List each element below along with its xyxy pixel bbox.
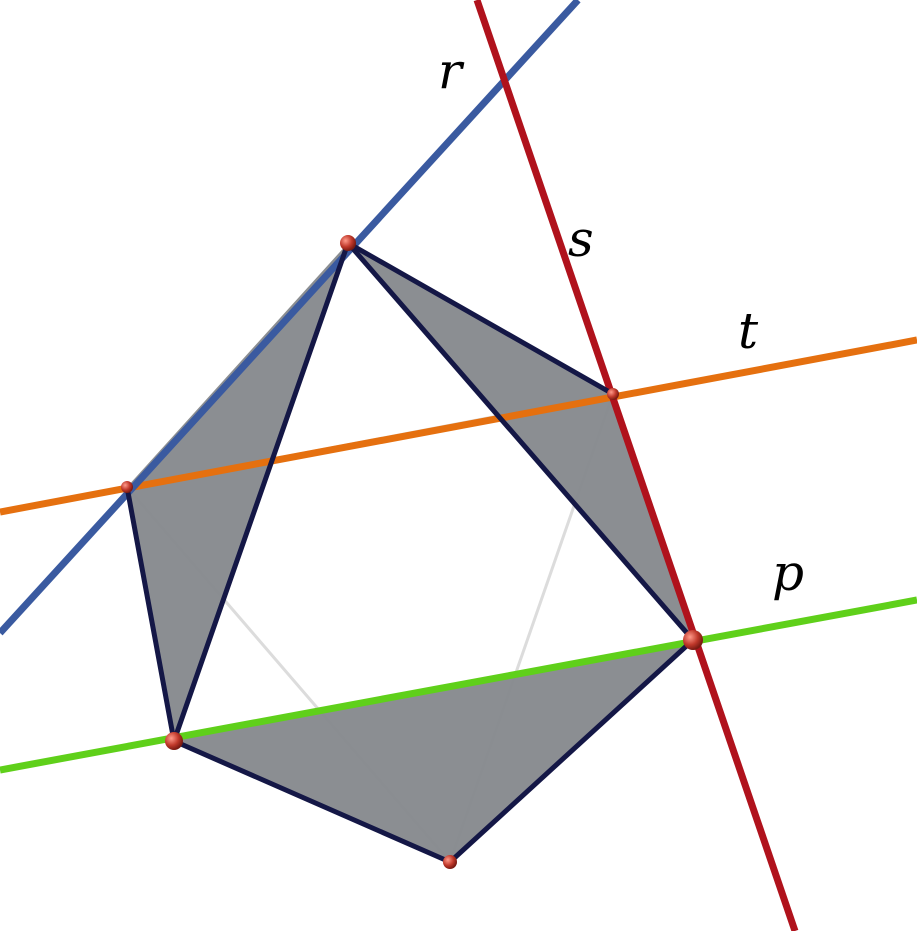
label-t: t [738, 302, 759, 360]
vertex-point [121, 481, 133, 493]
edge-e-f [447, 637, 696, 865]
edge-c-f [171, 738, 453, 865]
visible-faces [127, 243, 693, 862]
face-c-e-f [174, 640, 693, 862]
edge-b-c [124, 484, 177, 744]
vertex-point [340, 235, 356, 251]
vertex-point [683, 630, 703, 650]
edge-a-e [345, 240, 696, 643]
vertex-point [165, 732, 183, 750]
line-p [0, 596, 917, 774]
face-a-b-c [127, 243, 348, 741]
vertex-point [607, 388, 619, 400]
label-r: r [438, 42, 465, 100]
vertex-point [443, 855, 457, 869]
line-s [473, 0, 799, 931]
edge-a-d [345, 240, 616, 397]
edge-a-c [171, 240, 351, 744]
vertices [121, 235, 703, 869]
line-r [0, 0, 581, 636]
label-s: s [568, 210, 594, 268]
visible-edges [124, 240, 696, 865]
label-p: p [772, 544, 804, 602]
line-t [0, 336, 917, 516]
